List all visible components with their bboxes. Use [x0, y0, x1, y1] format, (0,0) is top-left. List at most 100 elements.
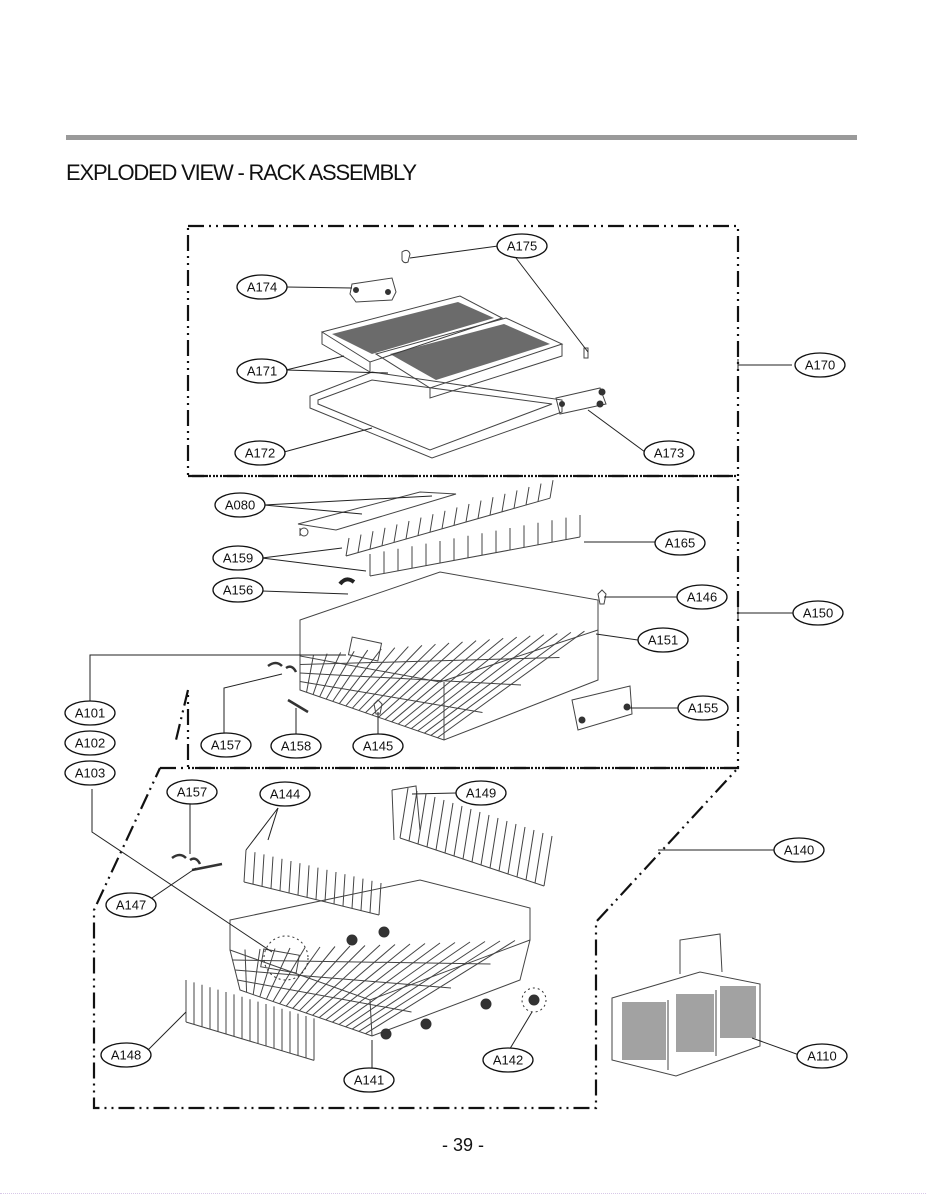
- tine: [369, 880, 373, 913]
- callout-a148[interactable]: A148: [100, 1042, 152, 1068]
- tine: [288, 860, 292, 894]
- tine: [324, 869, 328, 902]
- callout-a165[interactable]: A165: [654, 530, 706, 556]
- callout-label: A142: [493, 1053, 523, 1068]
- callout-label: A080: [225, 498, 255, 513]
- callout-a140[interactable]: A140: [773, 837, 825, 863]
- callout-label: A145: [363, 739, 393, 754]
- callout-label: A175: [507, 239, 537, 254]
- callout-label: A173: [654, 446, 684, 461]
- callout-label: A174: [247, 280, 277, 295]
- scan-artifact-line: [0, 1193, 926, 1196]
- callout-a151[interactable]: A151: [637, 627, 689, 653]
- callout-a142[interactable]: A142: [482, 1047, 534, 1073]
- callout-a141[interactable]: A141: [343, 1067, 395, 1093]
- tine: [534, 832, 544, 884]
- basket-wire: [299, 672, 522, 686]
- tine: [501, 493, 506, 512]
- tine: [426, 796, 436, 848]
- tine: [417, 793, 427, 845]
- tine: [507, 823, 517, 875]
- callout-a110[interactable]: A110: [796, 1043, 848, 1069]
- callout-label: A147: [116, 898, 146, 913]
- tine: [381, 527, 386, 546]
- tine: [465, 503, 470, 523]
- callout-a156[interactable]: A156: [212, 577, 264, 603]
- callout-a102[interactable]: A102: [64, 730, 116, 756]
- tine: [477, 500, 482, 519]
- callout-a150[interactable]: A150: [792, 600, 844, 626]
- tine: [462, 808, 472, 860]
- tine: [360, 878, 364, 911]
- callout-label: A156: [223, 583, 253, 598]
- tine: [489, 817, 499, 869]
- tine: [306, 865, 310, 898]
- tine: [453, 805, 463, 857]
- tine: [471, 811, 481, 863]
- callout-a172[interactable]: A172: [234, 440, 286, 466]
- basket-wire: [299, 681, 483, 713]
- tine: [429, 514, 434, 533]
- callout-a149[interactable]: A149: [455, 780, 507, 806]
- callout-a146[interactable]: A146: [676, 584, 728, 610]
- tine-base: [243, 881, 380, 916]
- callout-a174[interactable]: A174: [236, 274, 288, 300]
- tine: [270, 856, 274, 889]
- tine: [279, 858, 283, 891]
- callout-a171[interactable]: A171: [236, 358, 288, 384]
- page-title: EXPLODED VIEW - RACK ASSEMBLY: [66, 160, 417, 185]
- callout-label: A172: [245, 446, 275, 461]
- callout-a145[interactable]: A145: [352, 733, 404, 759]
- tine: [333, 871, 337, 905]
- tine: [435, 799, 445, 851]
- callout-label: A148: [111, 1048, 141, 1063]
- tine: [393, 524, 398, 543]
- callout-a158[interactable]: A158: [270, 733, 322, 759]
- tine: [537, 483, 542, 502]
- page-number: - 39 -: [441, 1135, 484, 1155]
- callout-a170[interactable]: A170: [794, 352, 846, 378]
- callout-a175[interactable]: A175: [496, 233, 548, 259]
- tine: [252, 852, 256, 885]
- callout-label: A150: [803, 606, 833, 621]
- callout-a080[interactable]: A080: [214, 492, 266, 518]
- callout-a144[interactable]: A144: [259, 781, 311, 807]
- callout-label: A149: [466, 786, 496, 801]
- callout-a157-upper[interactable]: A157: [200, 732, 252, 758]
- group-border-a140: [92, 766, 741, 1110]
- callout-label: A140: [784, 843, 814, 858]
- tine: [453, 507, 458, 526]
- tine: [345, 537, 350, 557]
- callout-label: A101: [75, 706, 105, 721]
- callout-a101[interactable]: A101: [64, 700, 116, 726]
- callout-a103[interactable]: A103: [64, 760, 116, 786]
- tine: [513, 490, 518, 509]
- callout-a155[interactable]: A155: [677, 695, 729, 721]
- tine: [489, 497, 494, 516]
- callout-label: A157: [211, 738, 241, 753]
- tine: [444, 802, 454, 854]
- callout-label: A165: [665, 536, 695, 551]
- callout-label: A159: [223, 551, 253, 566]
- tine: [441, 510, 446, 529]
- tine: [243, 849, 247, 883]
- callout-a173[interactable]: A173: [643, 440, 695, 466]
- callout-label: A158: [281, 739, 311, 754]
- basket-wire: [237, 979, 412, 1013]
- tine: [399, 787, 409, 839]
- basket-wire: [299, 657, 560, 665]
- callout-label: A155: [688, 701, 718, 716]
- basket-wire: [234, 969, 452, 989]
- tine: [405, 520, 410, 540]
- lower-rack-part: [171, 785, 553, 1061]
- callout-a147[interactable]: A147: [105, 892, 157, 918]
- tine-base: [345, 497, 551, 557]
- tine: [525, 486, 530, 506]
- leader-lines: [89, 245, 803, 1070]
- tine: [516, 826, 526, 878]
- tine: [297, 863, 301, 896]
- callout-a159[interactable]: A159: [212, 545, 264, 571]
- tine: [351, 876, 355, 909]
- callout-a157-lower[interactable]: A157: [166, 779, 218, 805]
